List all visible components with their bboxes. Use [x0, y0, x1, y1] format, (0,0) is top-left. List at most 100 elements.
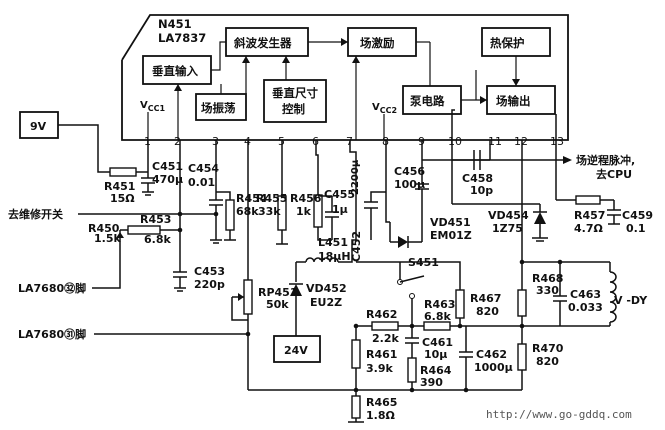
- svg-text:13: 13: [550, 135, 564, 148]
- r455-value: 33k: [258, 205, 281, 218]
- junction: [519, 323, 525, 329]
- supply-9v-box: [19, 111, 59, 139]
- block-thermal-protect: 热保护: [481, 27, 551, 57]
- r454-value: 68k: [236, 205, 259, 218]
- supply-9v-label: 9V: [30, 120, 47, 133]
- arrow-flyback: [563, 156, 572, 164]
- svg-text:12: 12: [514, 135, 528, 148]
- r461-ref: R461: [366, 348, 397, 361]
- l451-ref: L451: [318, 236, 348, 249]
- svg-text:泵电路: 泵电路: [410, 94, 445, 108]
- r457-ref: R457: [574, 209, 605, 222]
- r451-ref: R451: [104, 180, 135, 193]
- r451-value: 15Ω: [110, 192, 135, 205]
- la7680-32-label: LA7680㉜脚: [18, 281, 86, 295]
- c453-value: 220p: [194, 278, 225, 291]
- c454-value: 0.01: [188, 176, 215, 189]
- junction: [557, 259, 563, 265]
- wire-rp451: [231, 297, 248, 321]
- r467-value: 820: [476, 305, 499, 318]
- c451-ref: C451: [152, 160, 183, 173]
- resistor-r463: [423, 321, 451, 331]
- r465-ref: R465: [366, 396, 397, 409]
- capacitor-c456: [415, 160, 429, 242]
- watermark-url: http://www.go-gddq.com: [486, 408, 632, 421]
- block-field-drive: 场激励: [347, 27, 417, 57]
- capacitor-c453: [173, 268, 187, 292]
- capacitor-c455: [318, 195, 339, 240]
- flyback-label-line1: 场逆程脉冲,: [576, 153, 635, 167]
- flyback-label-line2: 去CPU: [596, 167, 632, 181]
- block-ramp-generator: 斜波发生器: [225, 27, 309, 57]
- capacitor-c452: [364, 191, 386, 240]
- r468-value: 330: [536, 284, 559, 297]
- wire-r456: [317, 227, 332, 241]
- supply-24v-box: [273, 335, 321, 363]
- block-vertical-input: 垂直输入: [142, 55, 212, 85]
- c458-value: 10p: [470, 184, 493, 197]
- capacitor-c454: [209, 199, 223, 244]
- c452-ref: C452: [350, 231, 363, 262]
- wire-9v: [58, 124, 110, 173]
- c452-value: 2200μ: [350, 159, 361, 195]
- yoke-label: V -DY: [614, 294, 648, 307]
- vcc1-label: VCC1: [140, 100, 165, 113]
- resistor-r461: [351, 339, 361, 369]
- c462-value: 1000μ: [474, 361, 513, 374]
- resistor-r464: [407, 357, 417, 383]
- c461-ref: C461: [422, 336, 453, 349]
- vd454-value: 1Z75: [492, 222, 523, 235]
- zener-vd454: [532, 204, 548, 242]
- r463-value: 6.8k: [424, 310, 451, 323]
- r470-value: 820: [536, 355, 559, 368]
- vd451-value: EM01Z: [430, 229, 472, 242]
- arrow: [116, 232, 124, 238]
- r461-value: 3.9k: [366, 362, 393, 375]
- resistor-r454: [225, 199, 235, 231]
- vd452-value: EU2Z: [310, 296, 342, 309]
- vd452-ref: VD452: [306, 282, 347, 295]
- r456-value: 1k: [296, 205, 312, 218]
- switch-s451: [356, 261, 461, 326]
- junction: [245, 331, 251, 337]
- svg-text:场输出: 场输出: [496, 94, 531, 108]
- r453-value: 6.8k: [144, 233, 171, 246]
- block-field-output: 场输出: [486, 85, 556, 115]
- r463-ref: R463: [424, 298, 455, 311]
- service-switch-label: 去维修开关: [8, 207, 63, 221]
- r464-ref: R464: [420, 364, 452, 377]
- vcc2-label: VCC2: [372, 102, 397, 115]
- resistor-r462: [371, 321, 399, 331]
- l451-value: 18μH: [318, 250, 351, 263]
- wire-r454: [216, 191, 231, 200]
- c463-ref: C463: [570, 288, 601, 301]
- internal-wires: [174, 38, 520, 140]
- inductor-l451: [296, 239, 356, 263]
- c458-ref: C458: [462, 172, 493, 185]
- c451-value: 470μ: [152, 173, 183, 186]
- c454-ref: C454: [188, 162, 219, 175]
- la7680-31-label: LA7680㉛脚: [18, 327, 86, 341]
- junction: [409, 387, 415, 393]
- svg-text:2: 2: [174, 135, 181, 148]
- c455-ref: C455: [324, 188, 355, 201]
- rp451-value: 50k: [266, 298, 289, 311]
- svg-text:场振荡: 场振荡: [201, 101, 236, 115]
- resistor-r457: [575, 195, 601, 205]
- ic-ref-label: N451: [158, 17, 192, 31]
- vertical-size-line2: 控制: [282, 102, 305, 116]
- capacitor-c462: [459, 326, 473, 390]
- junction: [177, 227, 183, 233]
- r454-ref-visible: R454: [236, 192, 268, 205]
- c456-ref: C456: [394, 165, 425, 178]
- svg-text:10: 10: [448, 135, 462, 148]
- c455-value: 1μ: [332, 203, 348, 216]
- svg-text:场激励: 场激励: [360, 36, 395, 50]
- resistor-r451: [109, 167, 137, 177]
- ic-model-label: LA7837: [158, 31, 206, 45]
- block-field-oscillator: 场振荡: [195, 93, 247, 121]
- diode-vd452: [289, 283, 303, 336]
- capacitor-c463: [553, 262, 567, 326]
- svg-text:垂直输入: 垂直输入: [152, 64, 198, 78]
